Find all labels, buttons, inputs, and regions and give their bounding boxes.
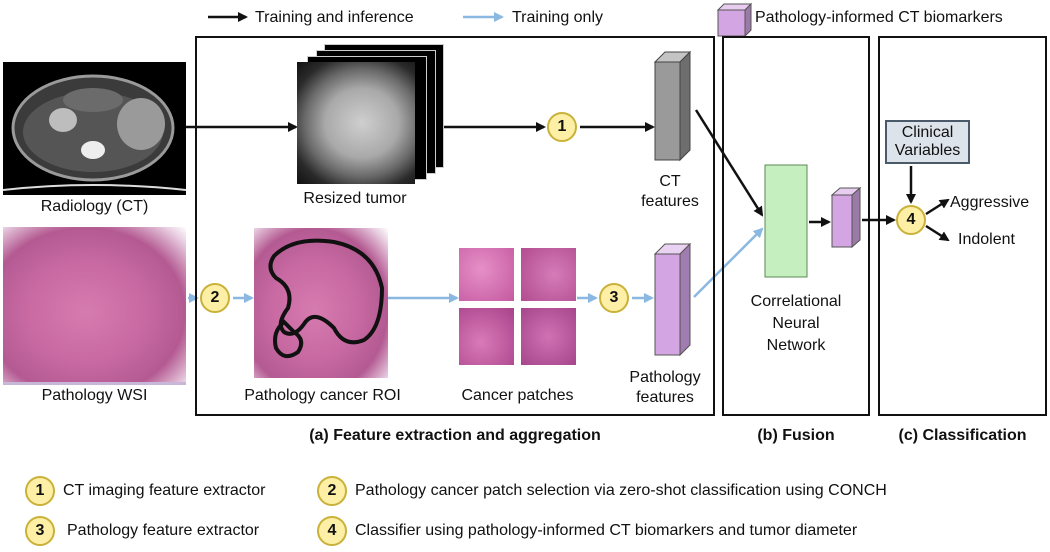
- clinical-line2: Variables: [894, 142, 961, 159]
- label-pathology-roi: Pathology cancer ROI: [244, 387, 401, 404]
- step-circle-2: 2: [200, 283, 230, 313]
- arrow-step4-to-indolent: [925, 224, 950, 242]
- cancer-patch-2: [521, 248, 576, 301]
- label-aggressive: Aggressive: [950, 194, 1030, 211]
- clinical-variables-box: Clinical Variables: [885, 120, 970, 164]
- step-circle-3: 3: [599, 283, 629, 313]
- arrow-step4-to-aggressive: [925, 198, 950, 216]
- label-cancer-patches: Cancer patches: [461, 387, 574, 404]
- label-path-features-line2: features: [636, 389, 694, 406]
- biomarker-block: [830, 186, 862, 249]
- cancer-patch-1: [459, 248, 514, 301]
- ct-scan-image: [3, 62, 186, 195]
- panel-feature-extraction: [195, 36, 715, 416]
- cnn-block: [764, 164, 808, 278]
- ct-scan-drawing: [3, 74, 186, 191]
- step-circle-4: 4: [896, 205, 926, 235]
- roi-outline: [268, 238, 385, 359]
- legend-training-only: Training only: [512, 9, 604, 26]
- legend-step-1-text: CT imaging feature extractor: [63, 482, 266, 499]
- legend-step-4-text: Classifier using pathology-informed CT b…: [355, 522, 858, 539]
- legend-step-circle-2: 2: [317, 476, 347, 506]
- cancer-patch-4: [521, 308, 576, 365]
- legend-step-2-text: Pathology cancer patch selection via zer…: [355, 482, 887, 499]
- ct-features-block: [653, 50, 692, 162]
- label-cnn-line1: Correlational: [750, 293, 842, 310]
- cancer-patch-3: [459, 308, 514, 365]
- label-cnn-line2: Neural: [772, 315, 820, 332]
- label-resized-tumor: Resized tumor: [303, 190, 407, 207]
- label-path-features-line1: Pathology: [629, 369, 701, 386]
- label-indolent: Indolent: [958, 231, 1015, 248]
- tumor-slice-front: [297, 62, 415, 184]
- legend-biomarkers: Pathology-informed CT biomarkers: [755, 9, 1003, 26]
- arrow-pathfeat-to-cnn: [693, 227, 764, 298]
- panel-classification: [878, 36, 1047, 416]
- legend-step-3-text: Pathology feature extractor: [67, 522, 260, 539]
- caption-feature-extraction: (a) Feature extraction and aggregation: [309, 427, 601, 444]
- label-ct-features-line1: CT: [659, 173, 681, 190]
- caption-fusion: (b) Fusion: [757, 427, 835, 444]
- label-ct-features-line2: features: [641, 193, 699, 210]
- label-cnn-line3: Network: [766, 337, 826, 354]
- caption-classification: (c) Classification: [898, 427, 1027, 444]
- legend-step-circle-3: 3: [25, 516, 55, 546]
- legend-biomarker-cube: [716, 2, 753, 38]
- pathology-features-block: [653, 242, 692, 357]
- step-circle-1: 1: [547, 112, 577, 142]
- pathology-wsi-image: [3, 227, 186, 385]
- legend-training-inference: Training and inference: [255, 9, 414, 26]
- legend-step-circle-1: 1: [25, 476, 55, 506]
- label-radiology-ct: Radiology (CT): [40, 198, 149, 215]
- panel-fusion: [722, 36, 870, 416]
- pathology-roi-image: [254, 228, 388, 378]
- clinical-line1: Clinical: [901, 124, 954, 141]
- arrow-ctfeat-to-cnn: [694, 109, 764, 217]
- label-pathology-wsi: Pathology WSI: [41, 387, 148, 404]
- legend-step-circle-4: 4: [317, 516, 347, 546]
